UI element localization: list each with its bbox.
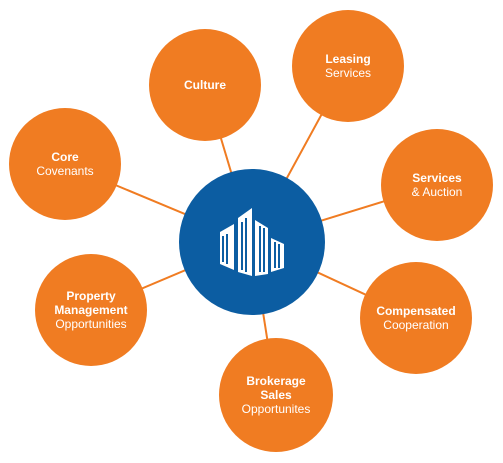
node-culture: Culture bbox=[149, 29, 261, 141]
node-comp-subtitle: Cooperation bbox=[383, 318, 449, 332]
node-brokerage-title-1: Brokerage bbox=[246, 374, 306, 388]
building-logo-icon bbox=[220, 208, 284, 276]
node-comp-title: Compensated bbox=[376, 304, 456, 318]
node-leasing-services: Leasing Services bbox=[292, 10, 404, 122]
node-property-management: Property Management Opportunities bbox=[35, 254, 147, 366]
node-services-subtitle: & Auction bbox=[411, 185, 463, 199]
node-property-title-2: Management bbox=[54, 303, 128, 317]
node-leasing-subtitle: Services bbox=[324, 66, 371, 80]
node-compensated-cooperation: Compensated Cooperation bbox=[360, 262, 472, 374]
node-services-title: Services bbox=[412, 171, 462, 185]
node-core-covenants: Core Covenants bbox=[9, 108, 121, 220]
node-brokerage-sales: Brokerage Sales Opportunites bbox=[219, 338, 333, 452]
node-property-subtitle: Opportunities bbox=[55, 317, 127, 331]
node-brokerage-title-2: Sales bbox=[260, 388, 292, 402]
node-services-auction: Services & Auction bbox=[381, 129, 493, 241]
node-culture-title: Culture bbox=[184, 78, 226, 92]
node-property-title-1: Property bbox=[66, 289, 116, 303]
node-core-title: Core bbox=[51, 150, 79, 164]
node-core-subtitle: Covenants bbox=[36, 164, 94, 178]
node-brokerage-subtitle: Opportunites bbox=[241, 402, 311, 416]
node-leasing-title: Leasing bbox=[325, 52, 371, 66]
center-hub bbox=[179, 169, 325, 315]
